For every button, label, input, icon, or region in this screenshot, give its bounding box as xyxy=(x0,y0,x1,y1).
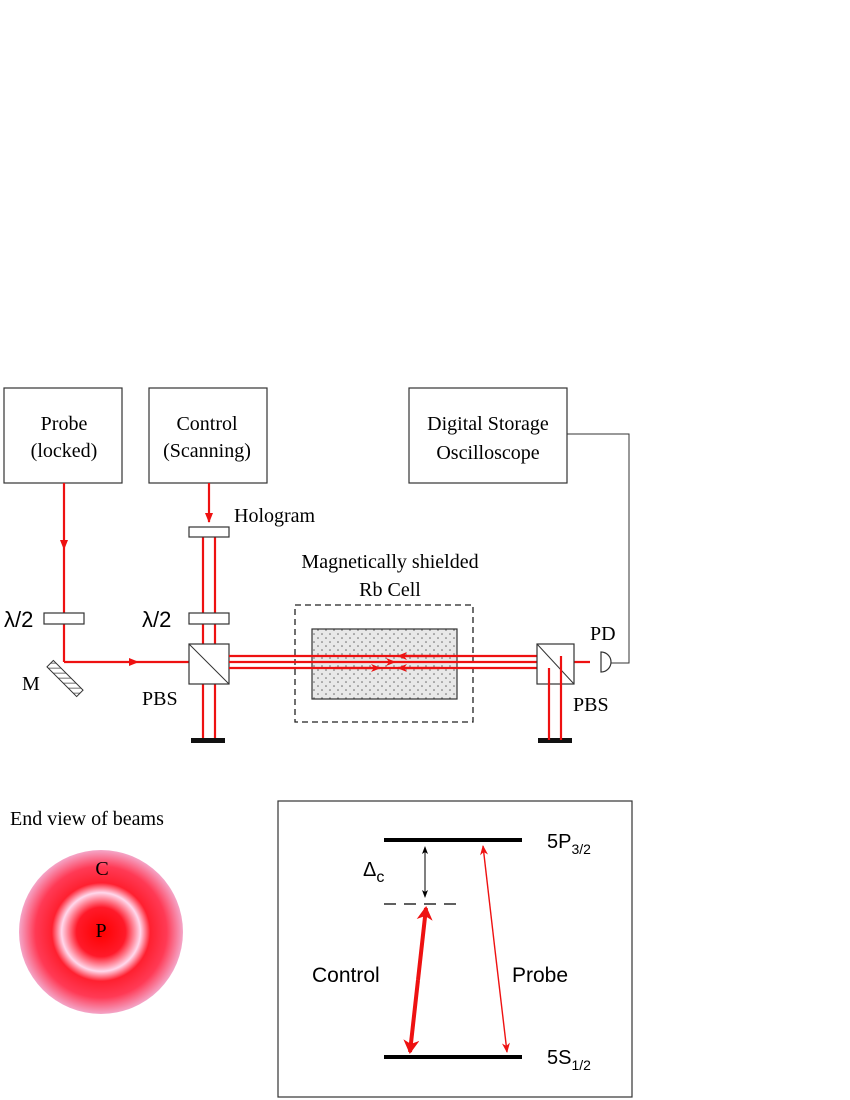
halfwave-label-control: λ/2 xyxy=(142,607,171,632)
control-laser-box: Control (Scanning) xyxy=(148,387,268,484)
probe-laser-box: Probe (locked) xyxy=(3,387,123,484)
end-view-title: End view of beams xyxy=(10,808,164,830)
pbs-left-label: PBS xyxy=(142,688,178,710)
control-transition-arrow xyxy=(403,906,433,1054)
probe-transition-label: Probe xyxy=(512,964,568,987)
cell-label-line2: Rb Cell xyxy=(359,579,421,601)
oscilloscope-title: Digital Storage xyxy=(427,413,549,435)
control-transition-label: Control xyxy=(312,964,380,987)
pbs-right-label: PBS xyxy=(573,694,609,716)
magnetic-shield-outline xyxy=(294,604,474,723)
beam-block-left xyxy=(191,738,225,743)
control-laser-state: (Scanning) xyxy=(163,440,251,462)
hologram-label: Hologram xyxy=(234,505,316,527)
mirror-label: M xyxy=(22,673,40,695)
mirror-element xyxy=(46,659,84,698)
photodiode-label: PD xyxy=(590,623,616,645)
oscilloscope-box: Digital Storage Oscilloscope xyxy=(408,387,568,484)
photodiode-element xyxy=(600,651,612,673)
hologram-element xyxy=(188,526,230,538)
signal-cable xyxy=(567,433,630,664)
probe-laser-state: (locked) xyxy=(31,440,98,462)
lower-level-label: 5S1/2 xyxy=(547,1047,591,1073)
detuning-label: Δc xyxy=(363,859,384,886)
beam-cross-section xyxy=(19,850,183,1014)
cell-label-line1: Magnetically shielded xyxy=(301,551,478,573)
pbs-right-cube xyxy=(536,643,575,685)
end-view-control-label: C xyxy=(95,858,108,880)
oscilloscope-subtitle: Oscilloscope xyxy=(436,442,539,464)
control-beam-path xyxy=(201,483,217,740)
control-laser-title: Control xyxy=(176,413,238,435)
rb-cell xyxy=(311,628,458,700)
beam-block-right xyxy=(538,738,572,743)
upper-level-label: 5P3/2 xyxy=(547,831,591,857)
end-view-probe-label: P xyxy=(95,920,106,942)
probe-laser-title: Probe xyxy=(41,413,88,435)
pbs-left-cube xyxy=(188,643,230,685)
probe-beam-path xyxy=(60,483,195,666)
halfwave-label-probe: λ/2 xyxy=(4,607,33,632)
probe-transition-arrow xyxy=(480,845,510,1053)
combined-beams xyxy=(229,652,590,672)
halfwave-plate-control xyxy=(188,612,230,625)
halfwave-plate-probe xyxy=(43,612,85,625)
energy-level-box xyxy=(277,800,633,1098)
